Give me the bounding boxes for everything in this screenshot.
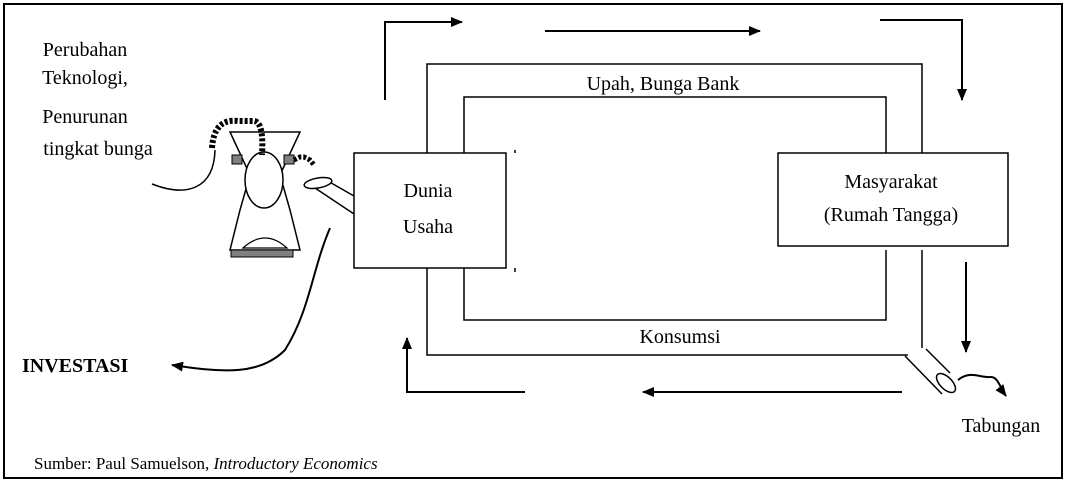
savings-pipe <box>904 348 957 395</box>
tech-label-line-2: Teknologi, <box>42 67 128 89</box>
savings-label: Tabungan <box>962 415 1041 437</box>
wages-channel <box>426 63 923 153</box>
arrow-right-down <box>880 19 967 101</box>
firms-box <box>353 152 507 269</box>
tech-label-line-4: tingkat bunga <box>43 138 153 160</box>
injection-pipe <box>303 176 355 215</box>
tech-label-line-3: Penurunan <box>42 106 128 128</box>
source-caption: Sumber: Paul Samuelson, Introductory Eco… <box>34 454 378 473</box>
arrow-up-right <box>384 17 463 100</box>
firms-label-line-1: Dunia <box>404 180 453 202</box>
tech-label-line-1: Perubahan <box>43 39 127 61</box>
consumption-label: Konsumsi <box>639 326 721 348</box>
hourglass-icon <box>151 117 316 258</box>
households-box <box>777 152 1009 247</box>
source-prefix: Sumber: Paul Samuelson, <box>34 454 213 473</box>
investment-label: INVESTASI <box>22 355 129 377</box>
source-title: Introductory Economics <box>212 454 378 473</box>
savings-arrow <box>957 373 1007 397</box>
households-label-line-2: (Rumah Tangga) <box>824 204 958 226</box>
firms-label-line-2: Usaha <box>403 216 453 238</box>
households-label-line-1: Masyarakat <box>844 171 938 193</box>
consumption-channel <box>426 250 923 356</box>
outer-frame <box>3 3 1063 479</box>
top-flow-arrows <box>384 17 967 101</box>
investment-arrow <box>171 227 331 372</box>
wages-label: Upah, Bunga Bank <box>587 73 740 95</box>
arrow-left-up <box>402 337 525 393</box>
bottom-flow-arrows <box>402 262 971 397</box>
